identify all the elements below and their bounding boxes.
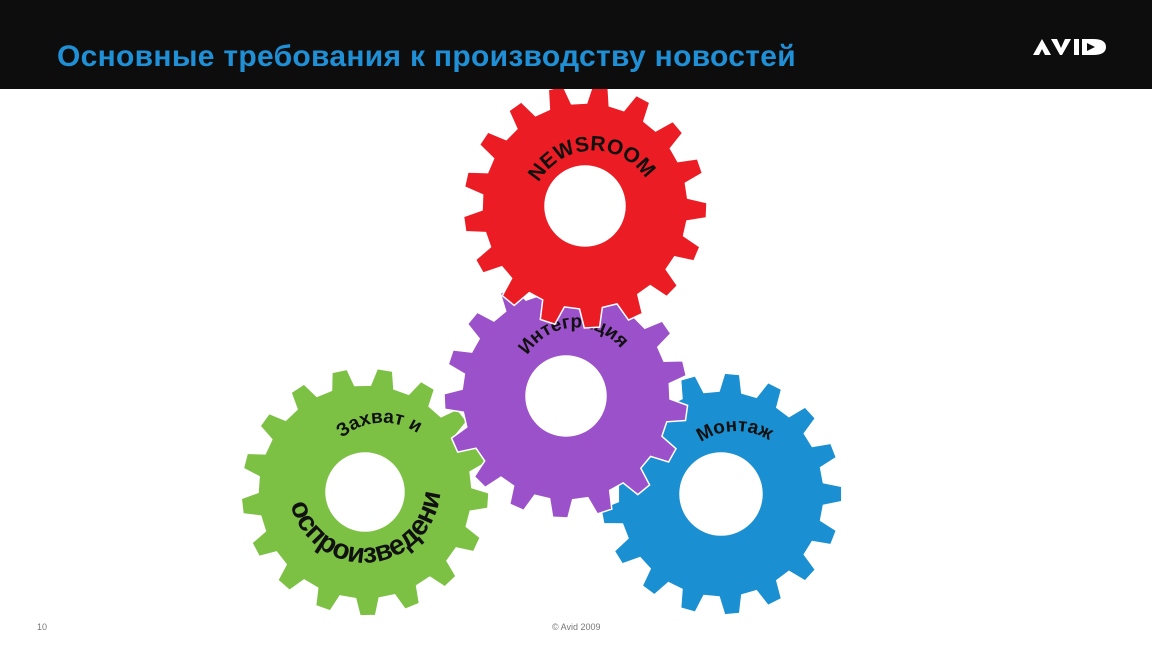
avid-logo-icon	[1033, 39, 1106, 55]
integration-gear: Интеграция	[443, 273, 689, 519]
newsroom-gear-body	[462, 89, 708, 329]
capture-gear-body	[240, 367, 490, 617]
slide-title: Основные требования к производству новос…	[57, 40, 796, 73]
gears-diagram: Захват и Воспроизведение Монтаж Интеграц…	[0, 89, 843, 617]
page-number: 10	[37, 622, 48, 632]
playback-gear-label: Воспроизведение	[0, 89, 447, 569]
header-bar: Основные требования к производству новос…	[0, 0, 1152, 89]
copyright-notice: © Avid 2009	[552, 622, 601, 632]
capture-gear: Захват и Воспроизведение	[0, 89, 490, 617]
newsroom-gear: NEWSROOM	[462, 89, 708, 329]
svg-text:Воспроизведение: Воспроизведение	[0, 89, 447, 569]
